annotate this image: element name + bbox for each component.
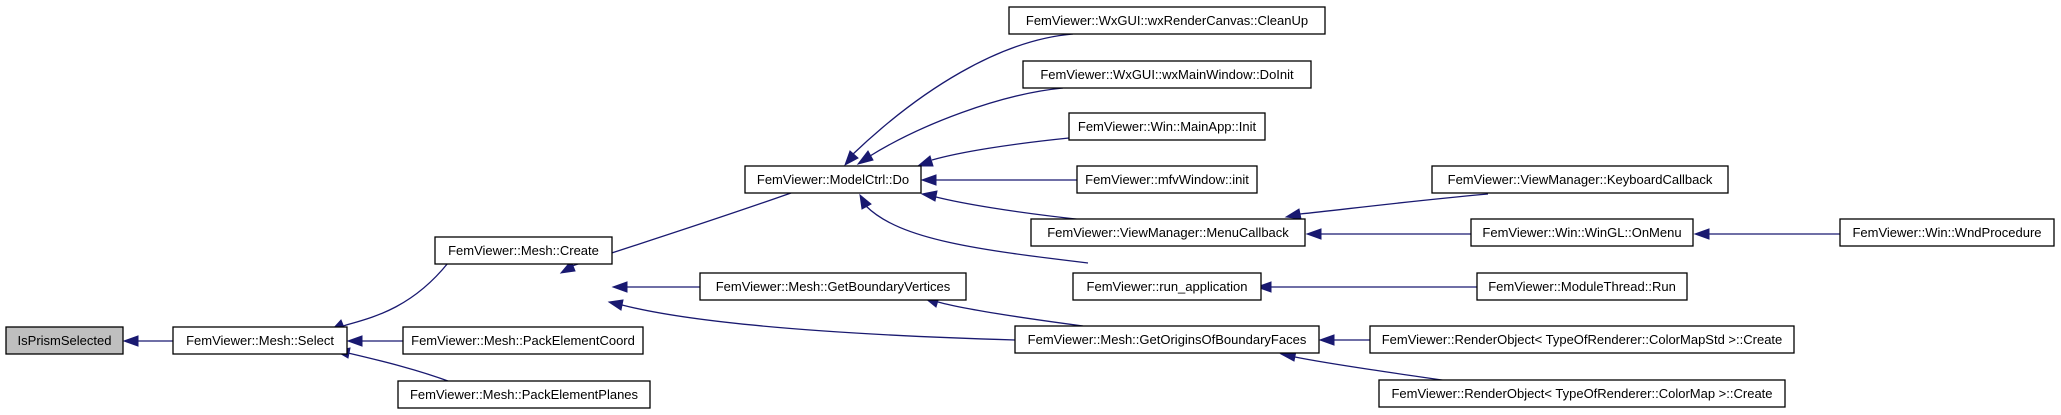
node-run-application[interactable]: FemViewer::run_application — [1072, 272, 1262, 301]
node-label: FemViewer::Mesh::GetOriginsOfBoundaryFac… — [1028, 332, 1307, 347]
node-is-prism-selected[interactable]: IsPrismSelected — [5, 326, 124, 355]
edge-arrowhead — [346, 335, 363, 347]
edge-arrowhead — [607, 299, 624, 311]
edge-arrowhead — [1693, 228, 1710, 240]
node-label: FemViewer::Win::MainApp::Init — [1078, 119, 1257, 134]
node-label: FemViewer::ModuleThread::Run — [1488, 279, 1676, 294]
node-module-thread-run[interactable]: FemViewer::ModuleThread::Run — [1476, 272, 1688, 301]
node-menu-callback[interactable]: FemViewer::ViewManager::MenuCallback — [1030, 218, 1306, 247]
edge-packelementplanes-to-select — [347, 352, 457, 385]
edge-arrowhead — [916, 155, 934, 167]
edge-keyboardcallback-to-menucallback — [1299, 193, 1489, 215]
node-pack-element-planes[interactable]: FemViewer::Mesh::PackElementPlanes — [397, 380, 651, 409]
edge-doinit-to-modelctrldo — [869, 87, 1064, 157]
edge-getorigins-to-getboundaryvertices — [937, 301, 1084, 327]
edge-create-to-select — [342, 262, 449, 327]
node-label: FemViewer::mfvWindow::init — [1085, 172, 1249, 187]
node-label: FemViewer::RenderObject< TypeOfRenderer:… — [1382, 332, 1783, 347]
node-get-origins-of-boundary-faces[interactable]: FemViewer::Mesh::GetOriginsOfBoundaryFac… — [1014, 325, 1320, 354]
node-render-canvas-cleanup[interactable]: FemViewer::WxGUI::wxRenderCanvas::CleanU… — [1008, 6, 1326, 35]
edge-arrowhead — [611, 281, 628, 293]
edge-mainappinit-to-modelctrldo — [931, 137, 1070, 161]
node-label: FemViewer::Mesh::PackElementCoord — [411, 333, 635, 348]
node-model-ctrl-do[interactable]: FemViewer::ModelCtrl::Do — [744, 165, 922, 194]
edge-cleanup-to-modelctrldo — [851, 33, 1074, 156]
node-mfv-window-init[interactable]: FemViewer::mfvWindow::init — [1076, 165, 1258, 194]
edge-arrowhead — [1305, 228, 1322, 240]
node-label: FemViewer::ModelCtrl::Do — [757, 172, 909, 187]
node-label: FemViewer::RenderObject< TypeOfRenderer:… — [1391, 386, 1772, 401]
edge-runapplication-to-modelctrldo — [865, 205, 1089, 264]
edge-arrowhead — [1318, 334, 1335, 346]
node-label: FemViewer::Mesh::Select — [186, 333, 334, 348]
node-wnd-procedure[interactable]: FemViewer::Win::WndProcedure — [1839, 218, 2055, 247]
node-mesh-select[interactable]: FemViewer::Mesh::Select — [172, 326, 348, 355]
node-get-boundary-vertices[interactable]: FemViewer::Mesh::GetBoundaryVertices — [699, 272, 967, 301]
edge-menucallback-to-modelctrldo — [935, 196, 1086, 221]
node-render-object-colormapstd[interactable]: FemViewer::RenderObject< TypeOfRenderer:… — [1369, 325, 1795, 354]
node-label: IsPrismSelected — [18, 333, 112, 348]
edge-arrowhead — [122, 335, 139, 347]
node-mesh-create[interactable]: FemViewer::Mesh::Create — [434, 236, 613, 265]
edge-arrowhead — [856, 150, 874, 165]
nodes: IsPrismSelected FemViewer::Mesh::Select … — [5, 6, 2055, 409]
node-keyboard-callback[interactable]: FemViewer::ViewManager::KeyboardCallback — [1431, 165, 1729, 194]
node-label: FemViewer::ViewManager::MenuCallback — [1047, 225, 1289, 240]
node-wingl-onmenu[interactable]: FemViewer::Win::WinGL::OnMenu — [1470, 218, 1694, 247]
node-main-window-doinit[interactable]: FemViewer::WxGUI::wxMainWindow::DoInit — [1022, 60, 1312, 89]
edge-getorigins-to-create — [621, 304, 1016, 341]
node-label: FemViewer::Mesh::PackElementPlanes — [410, 387, 639, 402]
edge-arrowhead — [920, 174, 937, 186]
node-label: FemViewer::ViewManager::KeyboardCallback — [1448, 172, 1713, 187]
node-label: FemViewer::WxGUI::wxRenderCanvas::CleanU… — [1026, 13, 1308, 28]
node-label: FemViewer::WxGUI::wxMainWindow::DoInit — [1040, 67, 1294, 82]
edge-arrowhead — [1284, 208, 1302, 220]
node-main-app-init[interactable]: FemViewer::Win::MainApp::Init — [1068, 112, 1266, 141]
edge-arrowhead — [920, 190, 938, 202]
edge-arrowhead — [844, 150, 859, 167]
node-pack-element-coord[interactable]: FemViewer::Mesh::PackElementCoord — [402, 326, 644, 355]
node-label: FemViewer::run_application — [1087, 279, 1248, 294]
node-label: FemViewer::Mesh::GetBoundaryVertices — [716, 279, 951, 294]
node-render-object-colormap[interactable]: FemViewer::RenderObject< TypeOfRenderer:… — [1378, 379, 1786, 408]
edge-arrowhead — [859, 193, 872, 210]
node-label: FemViewer::Mesh::Create — [448, 243, 599, 258]
node-label: FemViewer::Win::WinGL::OnMenu — [1482, 225, 1681, 240]
edge-arrowhead — [1255, 281, 1272, 293]
node-label: FemViewer::Win::WndProcedure — [1852, 225, 2041, 240]
